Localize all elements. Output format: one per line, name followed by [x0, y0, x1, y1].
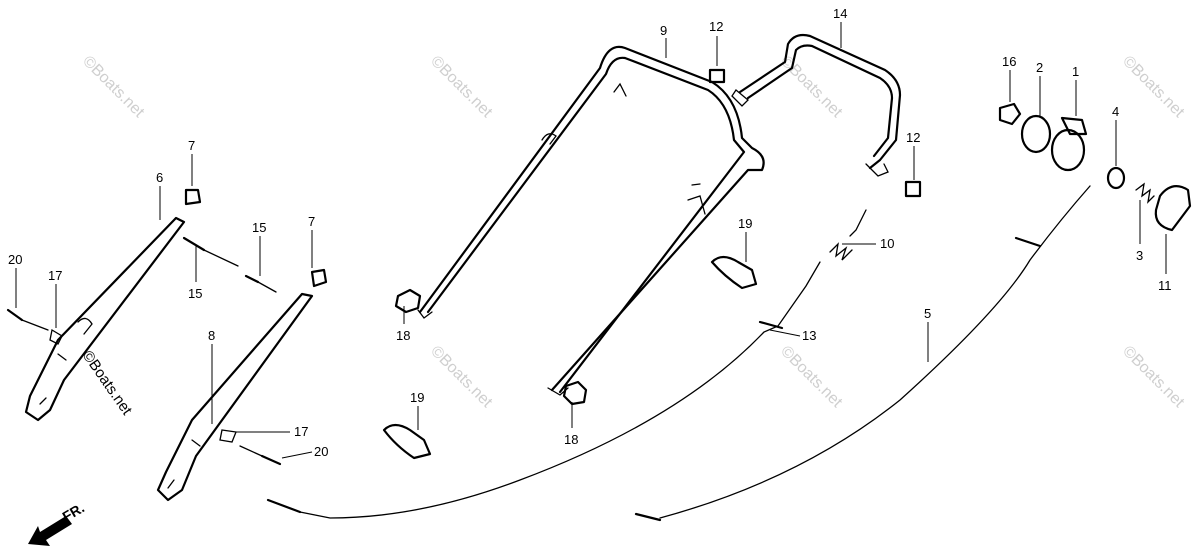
callout: 7 [188, 138, 195, 153]
callouts: 9 12 14 16 2 1 4 7 6 15 7 12 3 11 20 17 … [8, 6, 1172, 459]
watermark: ©Boats.net [427, 343, 496, 412]
callout: 15 [188, 286, 202, 301]
watermark: ©Boats.net [1119, 343, 1188, 412]
cables [266, 185, 1091, 522]
callout: 19 [738, 216, 752, 231]
watermark: ©Boats.net [79, 53, 148, 122]
front-direction-arrow: FR. [28, 499, 87, 546]
watermarks: ©Boats.net ©Boats.net ©Boats.net ©Boats.… [79, 53, 1188, 419]
left-arm-part [24, 216, 186, 422]
callout: 9 [660, 23, 667, 38]
callout: 15 [252, 220, 266, 235]
callout: 12 [906, 130, 920, 145]
watermark: ©Boats.net [1119, 53, 1188, 122]
callout: 12 [709, 19, 723, 34]
callout: 3 [1136, 248, 1143, 263]
callout: 6 [156, 170, 163, 185]
callout: 8 [208, 328, 215, 343]
callout: 1 [1072, 64, 1079, 79]
callout: 11 [1158, 278, 1172, 293]
upper-bar-part [731, 33, 902, 177]
callout: 20 [8, 252, 22, 267]
callout: 17 [48, 268, 62, 283]
lower-handle-part [417, 45, 765, 396]
callout: 20 [314, 444, 328, 459]
watermark: ©Boats.net [777, 53, 846, 122]
callout: 14 [833, 6, 847, 21]
leader-lines [15, 22, 1167, 459]
second-arm-part [156, 292, 314, 502]
watermark: ©Boats.net [79, 348, 136, 419]
watermark: ©Boats.net [777, 343, 846, 412]
callout: 10 [880, 236, 894, 251]
callout: 16 [1002, 54, 1016, 69]
callout: 18 [396, 328, 410, 343]
watermark: ©Boats.net [427, 53, 496, 122]
callout: 4 [1112, 104, 1119, 119]
callout: 7 [308, 214, 315, 229]
callout: 18 [564, 432, 578, 447]
callout: 5 [924, 306, 931, 321]
callout: 19 [410, 390, 424, 405]
callout: 2 [1036, 60, 1043, 75]
callout: 13 [802, 328, 816, 343]
hardware [6, 68, 1192, 466]
callout: 17 [294, 424, 308, 439]
